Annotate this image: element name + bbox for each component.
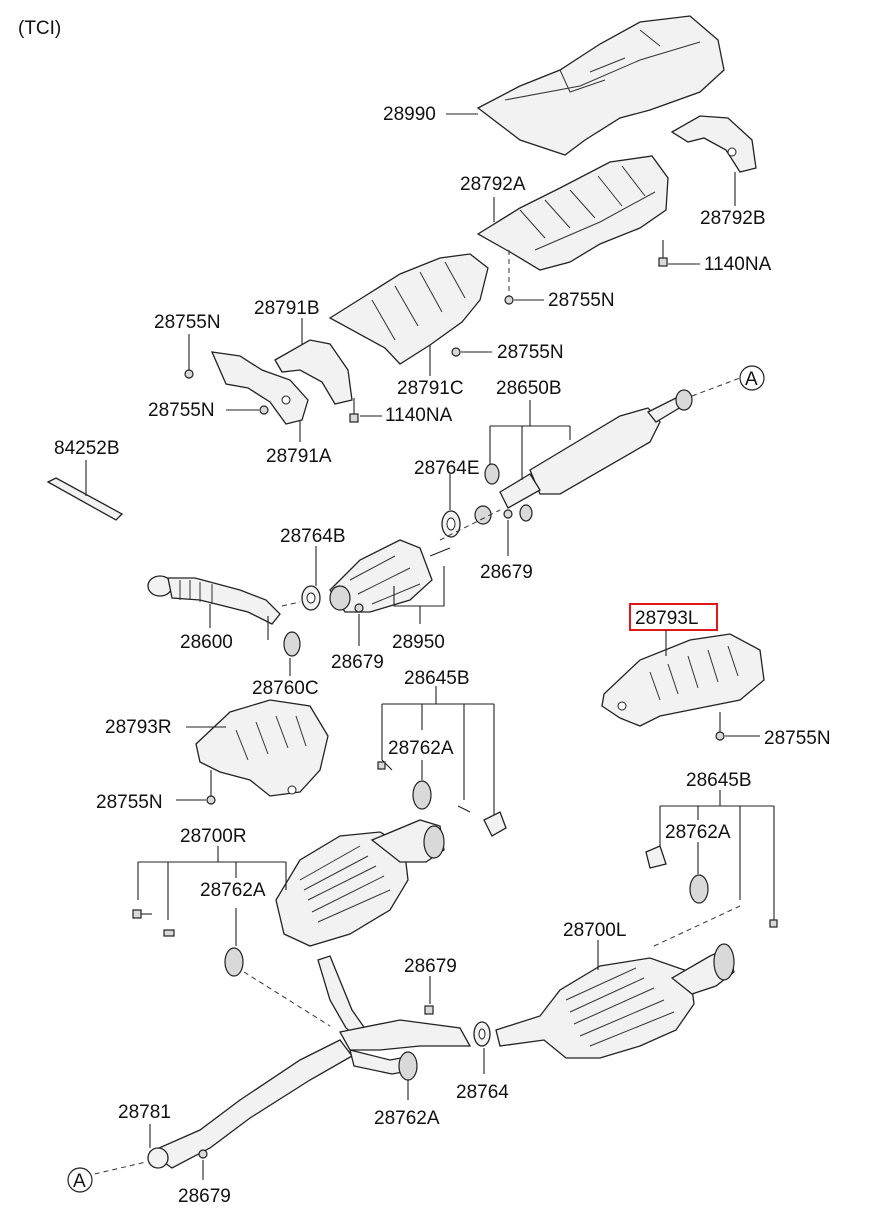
catalytic-converter-28950[interactable] <box>329 539 451 613</box>
label-28755N-right[interactable]: 28755N <box>764 728 831 749</box>
label-28762A-center[interactable]: 28762A <box>388 738 454 759</box>
label-28760C[interactable]: 28760C <box>252 678 319 699</box>
hanger-28760C[interactable] <box>283 631 301 657</box>
hanger-rubber-28762A-bottom[interactable] <box>398 1051 418 1081</box>
label-28700L[interactable]: 28700L <box>563 920 626 941</box>
label-28755N-left[interactable]: 28755N <box>96 792 163 813</box>
label-28792B[interactable]: 28792B <box>700 208 766 229</box>
bracket-28645B-right[interactable] <box>645 845 667 869</box>
label-28781[interactable]: 28781 <box>118 1102 171 1123</box>
hanger-rubber-small[interactable] <box>519 504 533 522</box>
label-28645B-center[interactable]: 28645B <box>404 668 470 689</box>
label-28764[interactable]: 28764 <box>456 1082 509 1103</box>
heat-shield-28792A[interactable] <box>476 155 669 271</box>
bolt-28700R-b[interactable] <box>163 929 175 937</box>
label-28600[interactable]: 28600 <box>180 632 233 653</box>
heat-shield-28791A[interactable] <box>210 351 309 425</box>
nut-28679-lower-center[interactable] <box>424 1005 434 1015</box>
nut-28755N-right[interactable] <box>715 731 725 741</box>
label-28793R[interactable]: 28793R <box>105 717 172 738</box>
nut-28755N-left-lower[interactable] <box>259 405 269 415</box>
bolt-28700R-a[interactable] <box>132 909 152 919</box>
nut-28755N-mid[interactable] <box>451 347 461 357</box>
hanger-rubber-upper[interactable] <box>484 463 500 485</box>
label-28679-lower[interactable]: 28679 <box>331 652 384 673</box>
callout-A-lower: A <box>73 1171 86 1192</box>
nut-28679-mid[interactable] <box>503 509 513 519</box>
hanger-rubber-28762A-right[interactable] <box>689 874 709 904</box>
label-28792A[interactable]: 28792A <box>460 174 526 195</box>
label-28793L[interactable]: 28793L <box>635 608 698 629</box>
nut-28755N-left-upper[interactable] <box>184 369 194 379</box>
label-28755N-upper[interactable]: 28755N <box>548 290 615 311</box>
variant-header: (TCI) <box>18 18 61 39</box>
callout-A-upper: A <box>745 369 758 390</box>
highlight-box-28793L <box>629 603 718 631</box>
label-28755N-mid[interactable]: 28755N <box>497 342 564 363</box>
nut-28679-lower[interactable] <box>354 603 364 613</box>
heat-shield-28793L[interactable] <box>601 633 765 727</box>
heat-shield-28990[interactable] <box>476 15 725 156</box>
bracket-28645B-center[interactable] <box>483 811 507 837</box>
bolt-28645B-right[interactable] <box>769 919 778 928</box>
label-28755N-left-upper[interactable]: 28755N <box>154 312 221 333</box>
gasket-28764E[interactable] <box>441 510 461 538</box>
bolt-1140NA-upper[interactable] <box>658 240 668 267</box>
nut-28755N-left[interactable] <box>206 795 216 805</box>
label-28679-bottom[interactable]: 28679 <box>178 1186 231 1207</box>
label-28762A-right[interactable]: 28762A <box>665 822 731 843</box>
ref-callout-A-lower <box>67 1167 93 1193</box>
label-28645B-right[interactable]: 28645B <box>686 770 752 791</box>
label-28791A[interactable]: 28791A <box>266 446 332 467</box>
label-28950[interactable]: 28950 <box>392 632 445 653</box>
nut-28679-bottom[interactable] <box>198 1149 208 1159</box>
heat-shield-28791C[interactable] <box>328 253 489 365</box>
bolt-1140NA-lower[interactable] <box>349 398 359 423</box>
tail-pipe-assembly[interactable] <box>147 955 472 1169</box>
insulator-strip-84252B[interactable] <box>46 477 124 521</box>
bolt-28645B-center[interactable] <box>377 759 393 771</box>
label-28762A-left[interactable]: 28762A <box>200 880 266 901</box>
nut-28755N-upper[interactable] <box>504 295 514 305</box>
label-28755N-left-lower[interactable]: 28755N <box>148 400 215 421</box>
front-pipe-28600[interactable] <box>147 575 281 640</box>
label-28700R[interactable]: 28700R <box>180 826 247 847</box>
gasket-28764[interactable] <box>473 1021 491 1047</box>
rear-muffler-28700L[interactable] <box>495 943 735 1059</box>
label-1140NA-lower[interactable]: 1140NA <box>385 405 453 426</box>
label-28791B[interactable]: 28791B <box>254 298 320 319</box>
heat-shield-28791B[interactable] <box>274 339 353 405</box>
hanger-rubber-28762A-left[interactable] <box>224 947 244 977</box>
label-28791C[interactable]: 28791C <box>397 378 464 399</box>
heat-shield-28792B[interactable] <box>670 115 757 173</box>
gasket-28764B[interactable] <box>301 585 321 611</box>
label-28990[interactable]: 28990 <box>383 104 436 125</box>
ref-callout-A-upper <box>739 365 765 391</box>
label-1140NA-upper[interactable]: 1140NA <box>704 254 772 275</box>
label-28764B[interactable]: 28764B <box>280 526 346 547</box>
label-28679-mid[interactable]: 28679 <box>480 562 533 583</box>
label-28762A-bottom[interactable]: 28762A <box>374 1108 440 1129</box>
label-84252B[interactable]: 84252B <box>54 438 120 459</box>
center-muffler-28650B[interactable] <box>474 389 693 525</box>
label-28679-lower-center[interactable]: 28679 <box>404 956 457 977</box>
heat-shield-28793R[interactable] <box>195 699 329 797</box>
rear-muffler-28700R[interactable] <box>275 819 445 947</box>
hanger-rubber-28762A-center[interactable] <box>412 780 432 810</box>
label-28650B[interactable]: 28650B <box>496 378 562 399</box>
label-28764E[interactable]: 28764E <box>414 458 480 479</box>
